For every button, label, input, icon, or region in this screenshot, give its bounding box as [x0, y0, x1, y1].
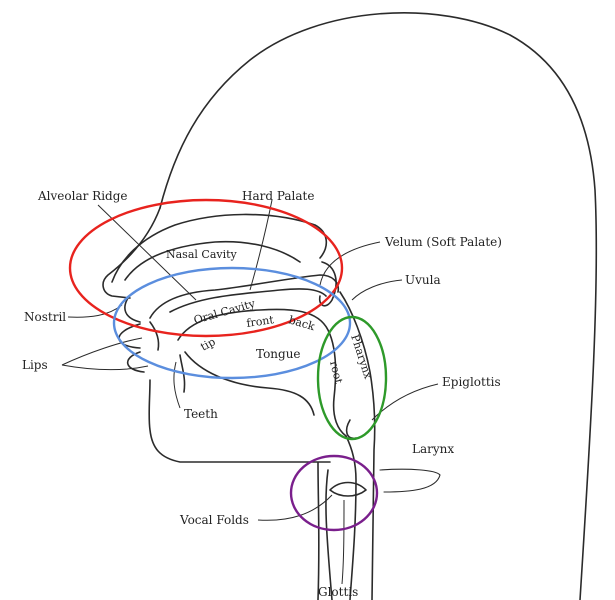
label-epiglottis: Epiglottis — [442, 375, 501, 389]
label-teeth: Teeth — [184, 407, 218, 421]
label-nostril: Nostril — [24, 310, 66, 324]
label-alveolar-ridge: Alveolar Ridge — [37, 189, 128, 203]
tongue-underside — [185, 352, 314, 415]
larynx-front — [380, 469, 440, 492]
label-back: back — [287, 313, 316, 333]
label-uvula: Uvula — [405, 273, 441, 287]
label-larynx: Larynx — [412, 442, 454, 456]
label-tip: tip — [198, 335, 217, 354]
epiglottis-outline — [347, 420, 356, 438]
vocal-folds-outline — [330, 483, 366, 497]
label-tongue: Tongue — [256, 347, 301, 361]
label-nasal-cavity: Nasal Cavity — [166, 248, 238, 261]
label-lips: Lips — [22, 358, 48, 372]
label-velum: Velum (Soft Palate) — [384, 235, 502, 249]
label-pharynx: Pharynx — [348, 333, 375, 381]
label-vocal-folds: Vocal Folds — [179, 513, 249, 527]
label-root: root — [327, 360, 345, 386]
leader-lines — [62, 200, 438, 584]
upper-teeth — [150, 322, 159, 350]
label-glottis: Glottis — [318, 585, 358, 599]
label-hard-palate: Hard Palate — [242, 189, 314, 203]
